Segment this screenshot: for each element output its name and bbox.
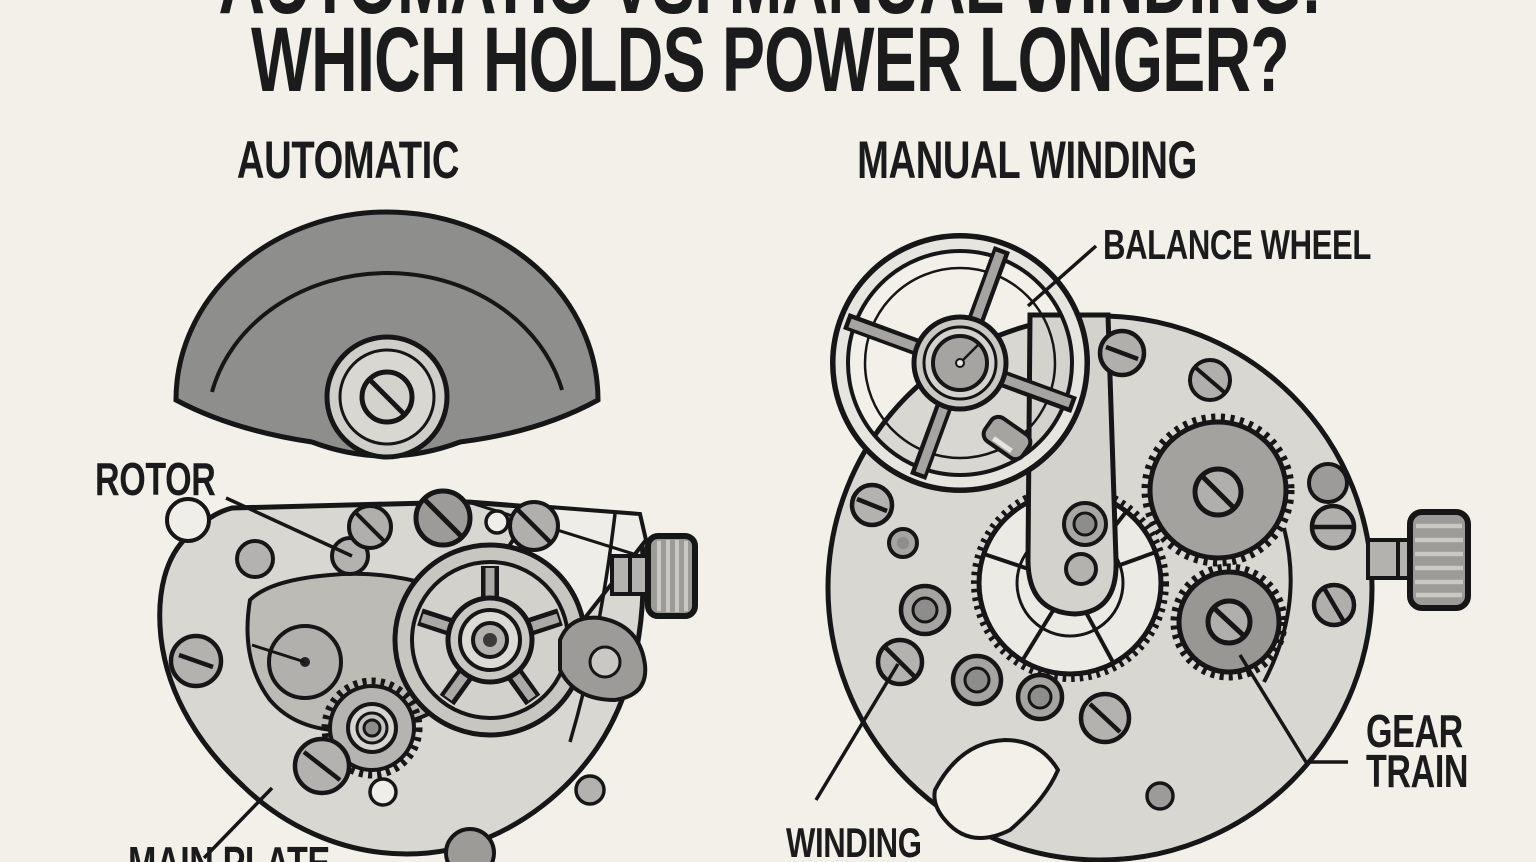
balance-wheel-leader-line xyxy=(1026,244,1098,308)
rotor-leader-line xyxy=(225,496,353,558)
screws-right xyxy=(849,328,1357,811)
main-plate-leader-line xyxy=(202,786,274,860)
winding-leader-line xyxy=(814,663,900,801)
small-gear-illustration xyxy=(321,677,423,779)
label-main-plate: MAIN PLATE xyxy=(128,840,330,862)
automatic-movement-illustration xyxy=(157,488,698,862)
label-winding-line2-cut: MECHANISM xyxy=(757,856,946,862)
gear-train-illustration xyxy=(1141,413,1295,681)
rotor-illustration xyxy=(173,209,601,460)
heading-manual-winding: MANUAL WINDING xyxy=(857,131,1197,190)
manual-movement-illustration xyxy=(825,233,1471,862)
gear-train-leader-line xyxy=(1238,654,1348,764)
barrel-wheel-illustration xyxy=(392,542,588,738)
crown-left-illustration xyxy=(610,533,698,619)
heading-automatic: AUTOMATIC xyxy=(236,131,460,190)
leader-lines xyxy=(202,244,1348,860)
title-line1: AUTOMATIC VS. MANUAL WINDING: xyxy=(218,0,1322,28)
crown-right-illustration xyxy=(1366,509,1471,611)
label-gear: GEAR xyxy=(1366,705,1463,757)
label-balance-wheel: BALANCE WHEEL xyxy=(1103,221,1371,268)
label-winding: WINDING xyxy=(786,819,922,862)
title-line2: WHICH HOLDS POWER LONGER? xyxy=(251,9,1290,111)
balance-wheel-illustration xyxy=(830,233,1090,493)
screws-left xyxy=(165,488,606,862)
label-train: TRAIN xyxy=(1366,745,1469,797)
label-rotor: ROTOR xyxy=(95,453,216,505)
